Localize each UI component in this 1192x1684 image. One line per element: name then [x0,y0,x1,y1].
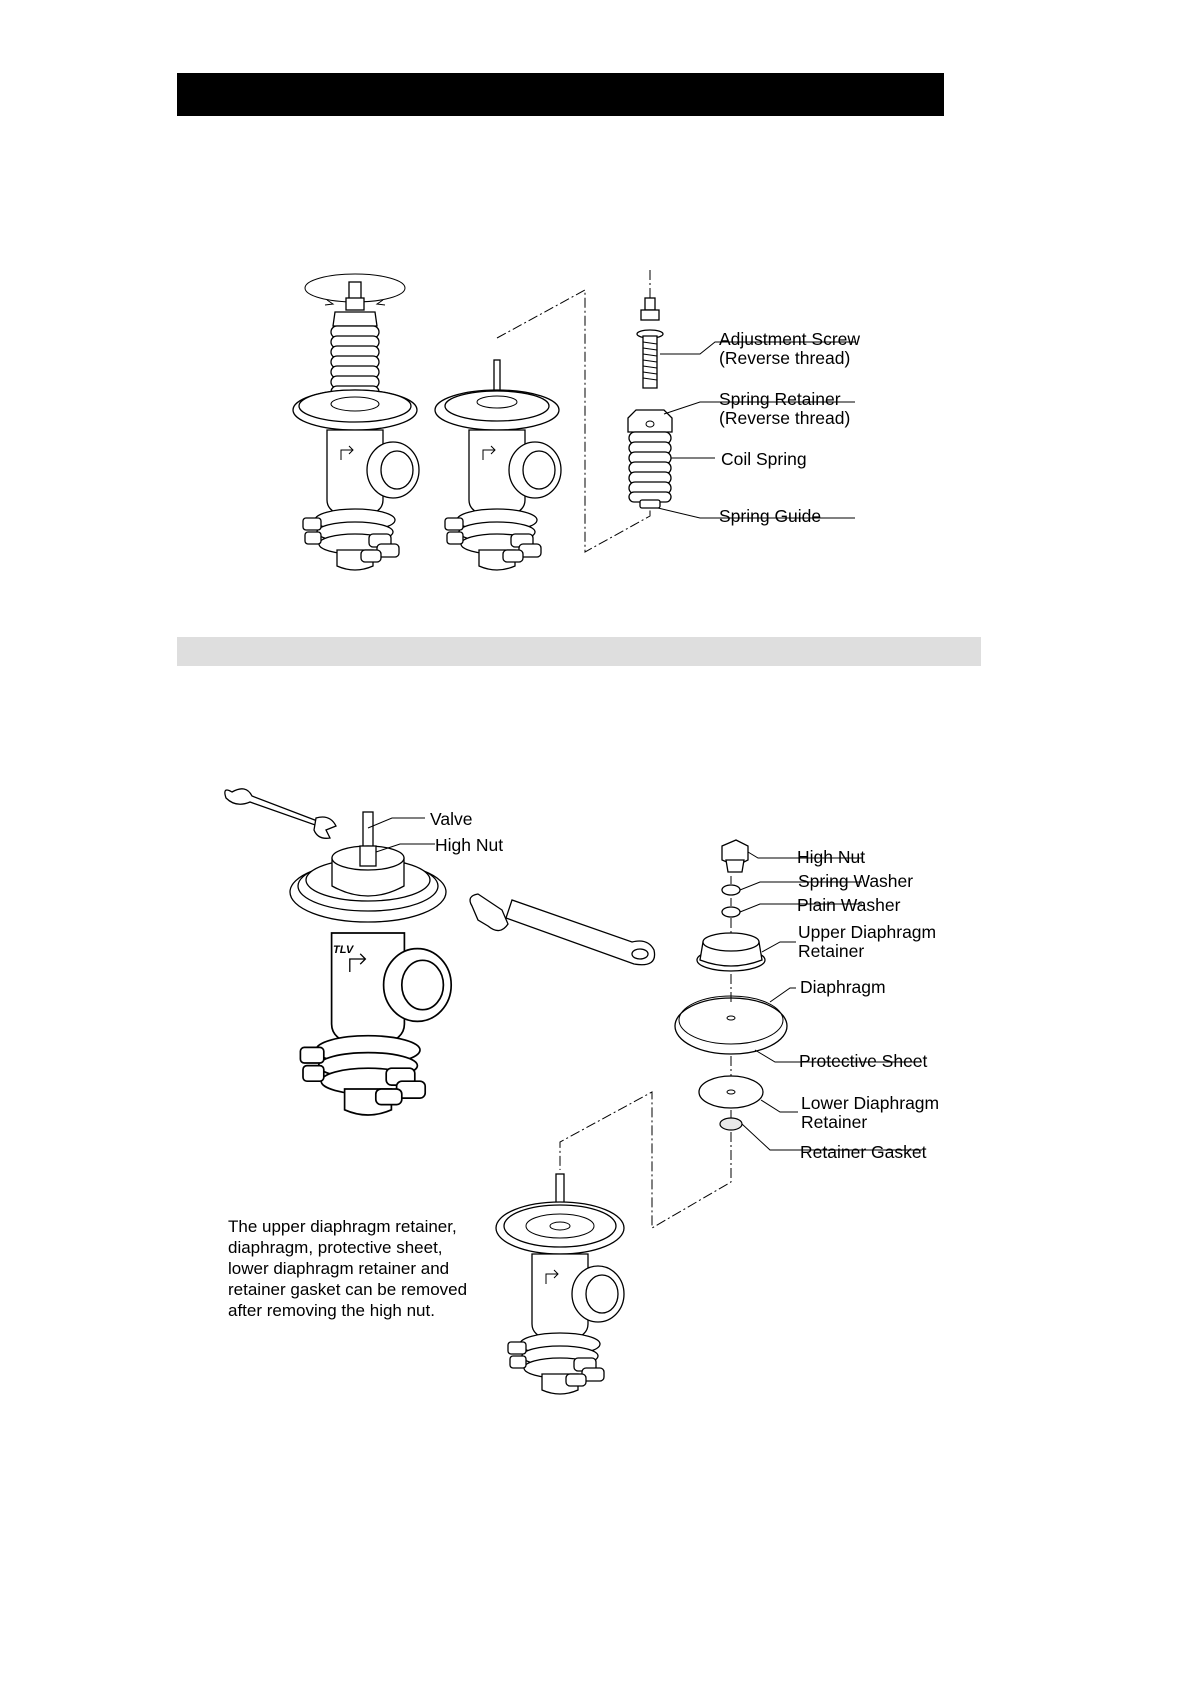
label-plain-washer: Plain Washer [797,895,901,915]
note-line: diaphragm, protective sheet, [228,1238,443,1257]
high-nut-part [721,839,749,873]
label-high-nut: High Nut [797,847,866,867]
adjustment-screw-part [636,297,664,389]
spring-retainer-part [627,409,673,433]
valve-assembled-1 [292,273,420,571]
label-adjustment-screw-note: (Reverse thread) [719,348,851,368]
coil-spring-part [628,431,672,503]
label-valve: Valve [430,809,473,829]
valve-spring-removed [434,359,562,571]
spring-washer-part [721,884,741,896]
label-spring-retainer-note: (Reverse thread) [719,408,851,428]
lower-diaphragm-retainer-part [698,1075,764,1109]
label-upper-diaphragm-retainer-2: Retainer [798,941,865,961]
tlv-logo-mark: TLV [333,944,354,956]
retainer-gasket-part [719,1117,743,1131]
label-spring-retainer: Spring Retainer [719,389,841,409]
adjustable-wrench-icon [469,893,656,966]
label-protective-sheet: Protective Sheet [799,1051,928,1071]
note-line: The upper diaphragm retainer, [228,1217,457,1236]
subsection-header-bar [177,637,981,666]
open-end-wrench-icon [224,788,337,839]
section-header-bar [177,73,944,116]
label-coil-spring: Coil Spring [721,449,807,469]
label-diaphragm: Diaphragm [800,977,886,997]
label-spring-washer: Spring Washer [798,871,914,891]
spring-guide-part [639,499,661,509]
valve-diaphragm-removed [495,1173,625,1395]
note-line: lower diaphragm retainer and [228,1259,450,1278]
upper-diaphragm-retainer-part [696,932,766,972]
note-line: retainer gasket can be removed [228,1280,468,1299]
label-retainer-gasket: Retainer Gasket [800,1142,927,1162]
valve-assembled-2 [289,811,453,1116]
label-high-nut-left: High Nut [435,835,504,855]
label-spring-guide: Spring Guide [719,506,822,526]
plain-washer-part [721,906,741,918]
label-lower-diaphragm-retainer-2: Retainer [801,1112,868,1132]
diaphragm-part [674,995,788,1055]
label-adjustment-screw: Adjustment Screw [719,329,861,349]
disassembly-note: The upper diaphragm retainer, diaphragm,… [228,1216,467,1321]
note-line: after removing the high nut. [228,1301,435,1320]
label-upper-diaphragm-retainer: Upper Diaphragm [798,922,937,942]
label-lower-diaphragm-retainer: Lower Diaphragm [801,1093,940,1113]
